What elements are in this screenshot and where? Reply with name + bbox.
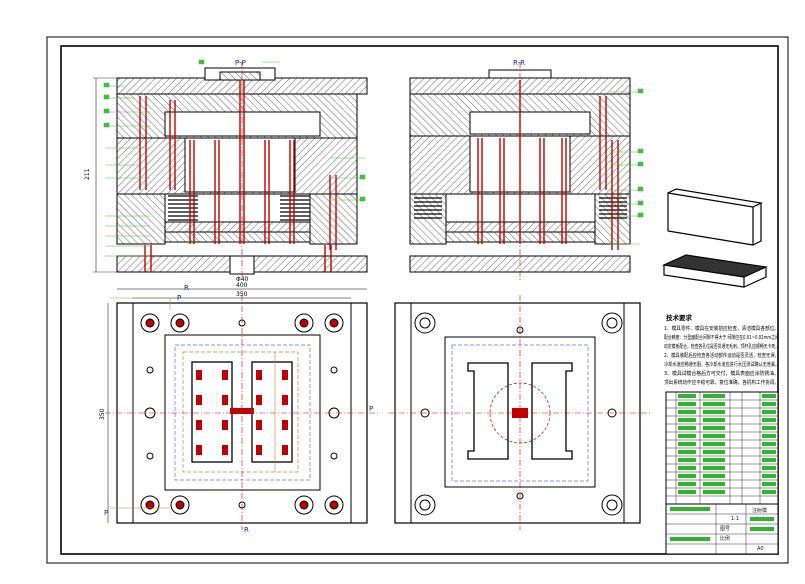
dim-plate-height: 350 [99,408,106,420]
side-section-view: R-R [409,59,644,282]
notes-line-7: 顶出系统动作应平稳可靠，复位准确，各机构工作协调。 [664,379,779,386]
section-mark-p-bottom: P [104,509,108,517]
titleblock-code: A0 [757,546,764,552]
section-label-front: P-P [235,59,246,67]
notes-line-5: 冷却水道应畅通无阻，各冷却水道应进行水压测试确认无泄漏。 [664,361,779,368]
plan-view-fixed-half: 400 350 350 P P R R P [99,282,378,534]
titleblock-name: 注射模 [752,507,767,514]
section-label-side: R-R [513,59,525,67]
section-mark-r-bottom: R [244,526,249,534]
section-mark-p-right: P [369,405,373,413]
plan-view-moving-half [388,295,650,530]
title-block: 注射模 图号 比例 1:1 A0 [665,391,779,555]
technical-notes: 技术要求 1、模具零件、模具在安装前应检查，清洁模具各部位。 配合精度：分型面配… [664,313,779,386]
notes-line-3: 动定模板配合，检查各孔位是否贯通无毛刺，顶杆孔应顺畅无卡死。 [664,343,779,350]
dim-height: 211 [84,168,91,180]
section-mark-p-top: P [177,294,181,302]
dim-inner-width: 350 [236,291,248,298]
notes-line-1: 1、模具零件、模具在安装前应检查，清洁模具各部位。 [664,325,779,332]
titleblock-scale: 1:1 [731,516,739,522]
isometric-product-views [661,188,769,288]
outer-border [46,36,789,564]
dim-outer-width: 400 [236,282,248,289]
section-mark-r-top: R [184,284,189,292]
inner-border [60,45,779,555]
notes-line-4: 2、模具装配后应检查各活动部件运动是否灵活，检查无误。 [664,352,779,359]
notes-line-2: 配合精度：分型面配合间隙不得大于 间隙应在0.01~0.02mm之间 [664,334,779,341]
front-section-view: 211 Φ40 P-P [84,59,368,283]
notes-heading: 技术要求 [666,313,693,322]
notes-line-6: 3、模具试模合格后方可交付，模具表面应涂防锈油。 [664,370,779,377]
dim-gate: Φ40 [236,276,249,283]
titleblock-scale-label: 比例 [720,535,730,542]
titleblock-drawing-no: 图号 [720,526,730,532]
